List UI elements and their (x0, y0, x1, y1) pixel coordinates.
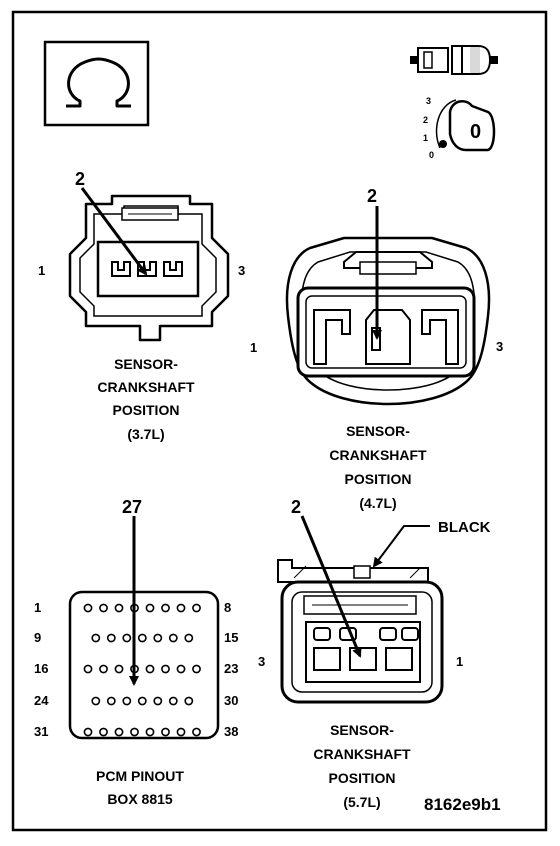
pcm-label-left-5: 31 (34, 724, 48, 739)
caption-5-7l-line4: (5.7L) (343, 794, 380, 810)
callout-arrow-3-7l (80, 187, 148, 276)
pcm-pin (99, 603, 108, 613)
pin-label-right-3-7l: 3 (238, 263, 245, 278)
pcm-pin (114, 603, 124, 613)
connector-disconnect-icon (410, 45, 498, 75)
pcm-label-right-2: 15 (224, 630, 238, 645)
ignition-key-icon: 3 2 1 0 0 (423, 96, 496, 160)
crank-sensor-connector-3-7l (68, 194, 230, 342)
key-scale-1: 1 (423, 133, 428, 143)
pcm-label-left-1: 1 (34, 600, 41, 615)
pcm-label-right-3: 23 (224, 661, 238, 676)
crank-sensor-connector-5-7l (277, 559, 444, 704)
caption-3-7l-line2: CRANKSHAFT (97, 379, 195, 395)
callout-pcm: 27 (122, 497, 142, 517)
pcm-pin (153, 633, 163, 643)
caption-4-7l-line3: POSITION (345, 471, 412, 487)
callout-4-7l: 2 (367, 186, 377, 206)
pcm-pin (176, 664, 186, 674)
pcm-pin (161, 727, 170, 737)
pcm-row-labels-right: 8 15 23 30 38 (224, 600, 238, 739)
pcm-pin (106, 633, 116, 643)
pcm-label-left-2: 9 (34, 630, 41, 645)
page-frame (11, 10, 548, 832)
pcm-caption-line1: PCM PINOUT (96, 768, 184, 784)
pcm-pin (145, 664, 155, 674)
pcm-pin (106, 696, 116, 706)
pcm-pin (83, 727, 93, 737)
pcm-caption-line2: BOX 8815 (107, 791, 173, 807)
pin-label-right-5-7l: 1 (456, 654, 463, 669)
pcm-pin (192, 603, 201, 613)
pcm-pin (99, 727, 108, 737)
pcm-pin (184, 633, 194, 643)
pcm-label-right-1: 8 (224, 600, 231, 615)
pcm-pin-grid (83, 603, 201, 737)
color-callout-5-7l: BLACK (438, 519, 491, 536)
pcm-pin (130, 727, 139, 737)
pcm-pin (176, 727, 186, 737)
caption-3-7l-line1: SENSOR- (114, 356, 178, 372)
key-scale-0: 0 (429, 150, 434, 160)
pcm-pin (137, 696, 147, 706)
callout-3-7l: 2 (75, 169, 85, 189)
pcm-pin (145, 603, 155, 613)
caption-3-7l-line3: POSITION (113, 402, 180, 418)
pcm-pin (145, 727, 155, 737)
pcm-label-right-5: 38 (224, 724, 238, 739)
caption-4-7l-line4: (4.7L) (359, 495, 396, 511)
callout-5-7l: 2 (291, 497, 301, 517)
key-scale-2: 2 (423, 115, 428, 125)
caption-3-7l-line4: (3.7L) (127, 426, 164, 442)
pin-label-right-4-7l: 3 (496, 339, 503, 354)
pcm-pin (176, 603, 186, 613)
pin-label-left-3-7l: 1 (38, 263, 45, 278)
pin-label-left-5-7l: 3 (258, 654, 265, 669)
pcm-pin (137, 633, 147, 643)
pcm-pin (168, 633, 178, 643)
pcm-pin (122, 633, 132, 643)
caption-5-7l-line3: POSITION (329, 770, 396, 786)
caption-5-7l-line1: SENSOR- (330, 722, 394, 738)
figure-id: 8162e9b1 (424, 795, 501, 814)
key-scale-3: 3 (426, 96, 431, 106)
pcm-pin (184, 696, 194, 706)
pcm-pin (168, 696, 178, 706)
pcm-pin (114, 727, 124, 737)
pin-label-left-4-7l: 1 (250, 340, 257, 355)
caption-5-7l-line2: CRANKSHAFT (313, 746, 411, 762)
pcm-pin (83, 603, 93, 613)
pcm-pin (114, 664, 124, 674)
pcm-pin (99, 664, 108, 674)
callout-arrow-5-7l (300, 515, 362, 658)
pcm-label-right-4: 30 (224, 693, 238, 708)
ohmmeter-icon: Ω (43, 40, 150, 127)
pcm-row-labels-left: 1 9 16 24 31 (34, 600, 49, 739)
pcm-pin (161, 664, 170, 674)
caption-4-7l-line1: SENSOR- (346, 423, 410, 439)
pcm-pin (192, 727, 201, 737)
pcm-pin (192, 664, 201, 674)
pcm-pin (153, 696, 163, 706)
pcm-pin (91, 633, 101, 643)
pcm-label-left-4: 24 (34, 693, 49, 708)
pcm-pin (161, 603, 170, 613)
pcm-pin (83, 664, 93, 674)
callout-arrow-black (372, 525, 430, 568)
caption-4-7l-line2: CRANKSHAFT (329, 447, 427, 463)
key-position-digit: 0 (470, 121, 481, 143)
pcm-pin (122, 696, 132, 706)
pcm-label-left-3: 16 (34, 661, 48, 676)
pcm-pin (91, 696, 101, 706)
crank-sensor-connector-4-7l (285, 236, 491, 406)
